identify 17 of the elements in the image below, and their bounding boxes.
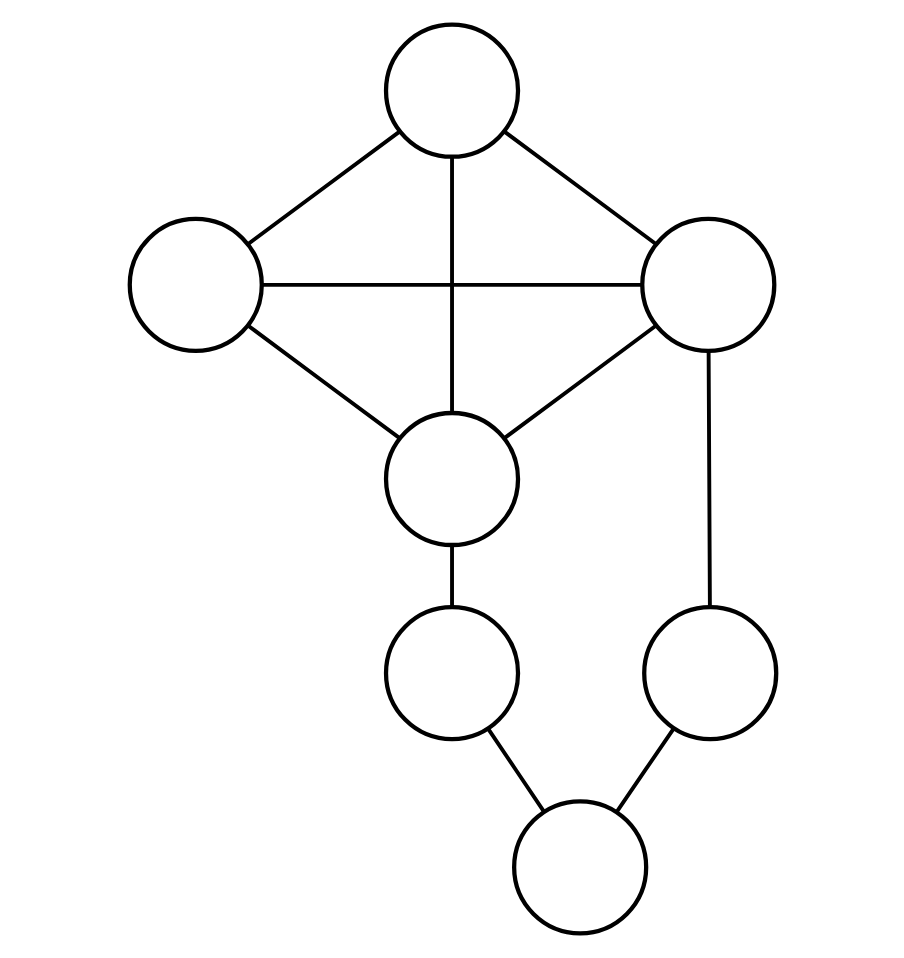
node-circle	[126, 216, 263, 353]
connector	[246, 130, 400, 246]
connector	[449, 157, 453, 413]
connector	[246, 324, 400, 440]
connector	[705, 351, 711, 607]
node-circle	[382, 605, 520, 742]
node-circle	[511, 799, 648, 936]
connector	[502, 130, 657, 246]
connector	[502, 324, 656, 440]
node-circle	[382, 410, 520, 548]
connector	[614, 727, 675, 813]
node-circle	[641, 605, 778, 742]
connector	[485, 727, 545, 813]
connector	[449, 545, 453, 607]
node-circle	[382, 22, 520, 159]
connector	[260, 282, 641, 287]
node-circle	[639, 216, 776, 353]
